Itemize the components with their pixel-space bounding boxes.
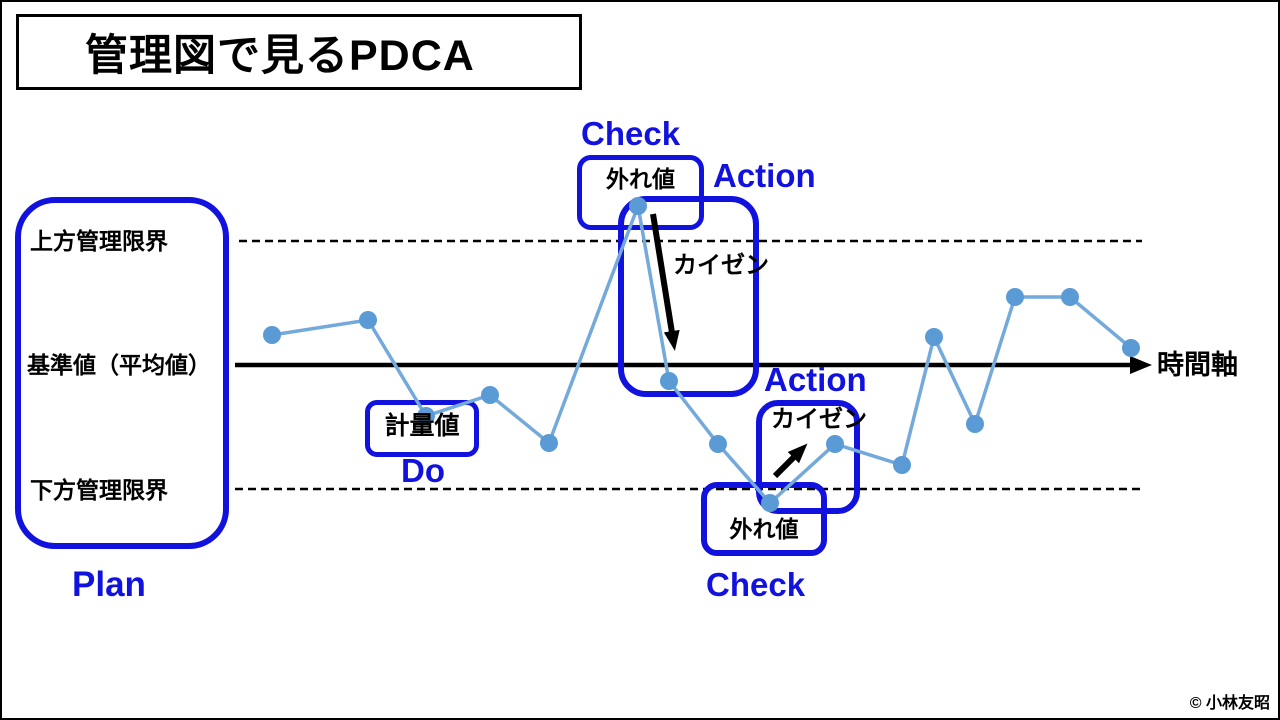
measurement-box [365,400,479,457]
action-bottom-box [756,400,860,514]
upper-limit-label: 上方管理限界 [30,228,168,254]
copyright-text: © 小林友昭 [1189,695,1270,712]
series-line [271,199,1133,506]
outlier-bottom-label: 外れ値 [729,516,799,542]
do-label: Do [401,452,445,489]
data-point [709,435,727,453]
time-axis-arrowhead-icon [1130,356,1152,374]
time-axis-label: 時間軸 [1157,350,1238,380]
action-top-box [618,196,759,397]
data-point [540,434,558,452]
data-point [359,311,377,329]
kaizen-down-arrow-icon [650,213,680,351]
data-point [481,386,499,404]
center-value-label: 基準値（平均値） [27,352,211,378]
data-point [761,494,779,512]
data-point [826,435,844,453]
data-point [966,415,984,433]
title-box: 管理図で見るPDCA [16,14,582,90]
plan-box [15,197,229,549]
plan-label: Plan [72,565,146,604]
data-point [417,407,435,425]
measurement-label: 計量値 [384,412,460,440]
lower-limit-label: 下方管理限界 [30,477,168,503]
outlier-bottom-box [701,482,827,556]
data-point [893,456,911,474]
page-title: 管理図で見るPDCA [85,32,475,80]
data-point [1061,288,1079,306]
action-mid-label: Action [764,361,867,398]
kaizen-up-arrow-icon [772,443,808,479]
data-point [660,372,678,390]
kaizen-top-label: カイゼン [673,252,769,279]
data-point [263,326,281,344]
action-top-label: Action [713,157,816,194]
series-group [263,197,1140,512]
check-bottom-label: Check [706,566,806,603]
kaizen-bottom-label: カイゼン [771,406,867,433]
check-top-label: Check [581,115,681,152]
outlier-top-label: 外れ値 [606,166,675,192]
data-point [925,328,943,346]
data-point [629,197,647,215]
data-point [1122,339,1140,357]
data-point [1006,288,1024,306]
